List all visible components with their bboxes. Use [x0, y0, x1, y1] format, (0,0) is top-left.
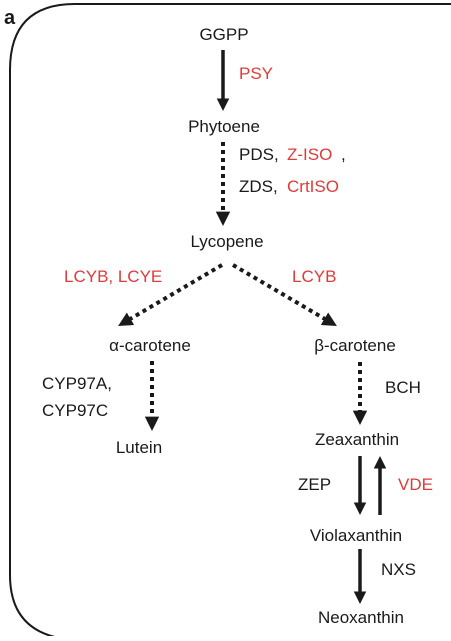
- enzyme-nxs: NXS: [381, 560, 416, 579]
- metabolite-beta-carotene: β-carotene: [314, 336, 396, 355]
- enzyme-cyp97c: CYP97C: [42, 401, 108, 420]
- metabolite-zeaxanthin: Zeaxanthin: [315, 430, 399, 449]
- enzyme-psy: PSY: [239, 64, 273, 83]
- enzyme-crtiso: CrtISO: [287, 177, 339, 196]
- arrow-lycopene-to-alpha-carotene: [118, 263, 224, 327]
- cell-boundary: [9, 3, 451, 641]
- enzyme-cyp97a: CYP97A,: [42, 374, 112, 393]
- metabolite-alpha-carotene: α-carotene: [109, 336, 191, 355]
- enzyme-zep: ZEP: [298, 475, 331, 494]
- metabolite-lycopene: Lycopene: [190, 232, 263, 251]
- metabolite-violaxanthin: Violaxanthin: [310, 526, 402, 545]
- metabolite-phytoene: Phytoene: [188, 117, 260, 136]
- enzyme-lcyb-lcye: LCYB, LCYE: [64, 267, 162, 286]
- enzyme-bch: BCH: [385, 378, 421, 397]
- enzyme-comma: ,: [341, 145, 346, 164]
- enzyme-lcyb: LCYB: [292, 267, 336, 286]
- enzyme-z-iso: Z-ISO: [287, 145, 332, 164]
- metabolite-lutein: Lutein: [116, 438, 162, 457]
- enzyme-pds: PDS,: [239, 145, 279, 164]
- arrow-lycopene-to-beta-carotene: [231, 263, 337, 327]
- metabolite-neoxanthin: Neoxanthin: [318, 608, 404, 627]
- panel-label: a: [4, 7, 16, 29]
- metabolite-ggpp: GGPP: [199, 25, 248, 44]
- enzyme-zds: ZDS,: [239, 177, 278, 196]
- enzyme-vde: VDE: [398, 475, 433, 494]
